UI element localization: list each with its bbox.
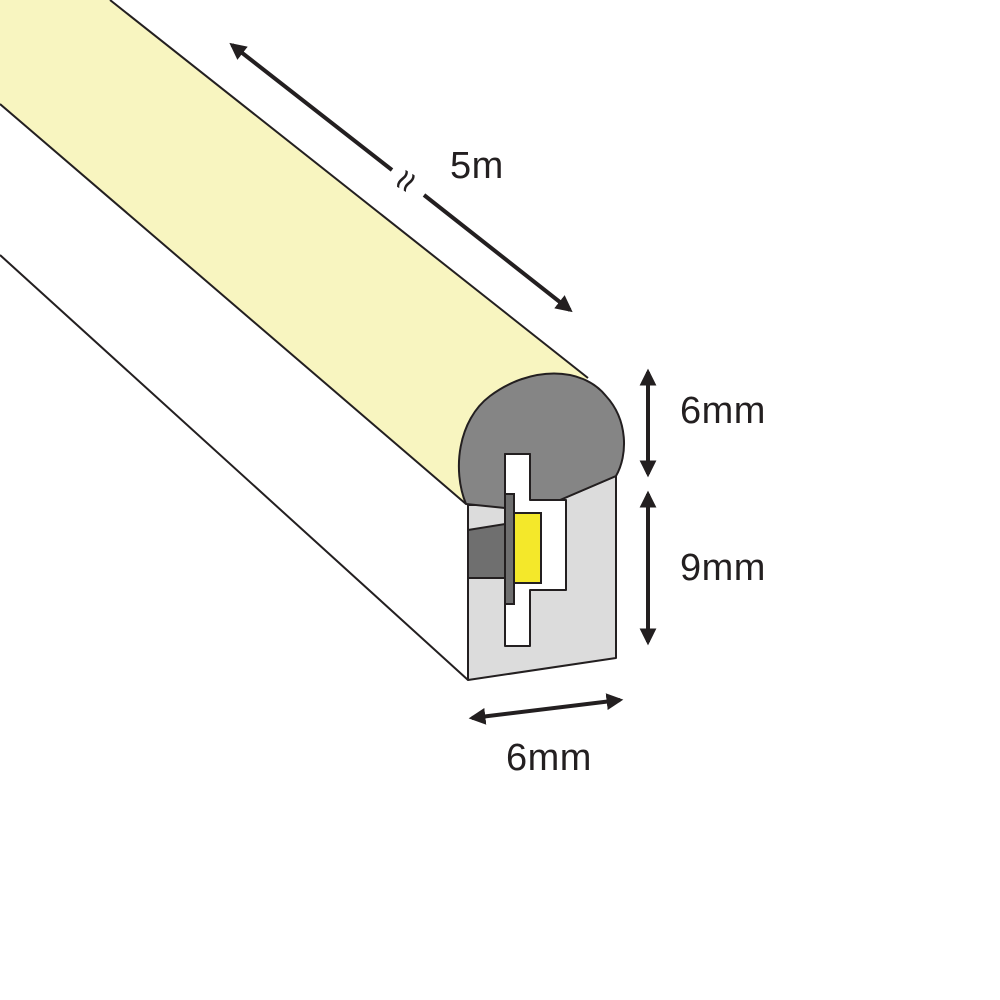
pcb-board [504,493,515,605]
base-height-label: 9mm [680,547,766,589]
strip-dome-upper-edge [109,0,589,379]
width-label: 6mm [506,737,592,779]
length-label: 5m [450,145,504,187]
length-arrow-segment-a [229,42,394,172]
top-height-label: 6mm [680,390,766,432]
break-symbol: ≈ [383,161,430,200]
pcb-side [467,522,506,579]
strip-base-edge [0,254,469,681]
strip-dome-top [0,0,588,504]
end-face-cap [457,372,625,509]
length-arrow-segment-b [422,193,573,313]
strip-dome-lower-edge [0,103,467,505]
led-chip [513,512,542,584]
width-arrow [468,693,624,725]
